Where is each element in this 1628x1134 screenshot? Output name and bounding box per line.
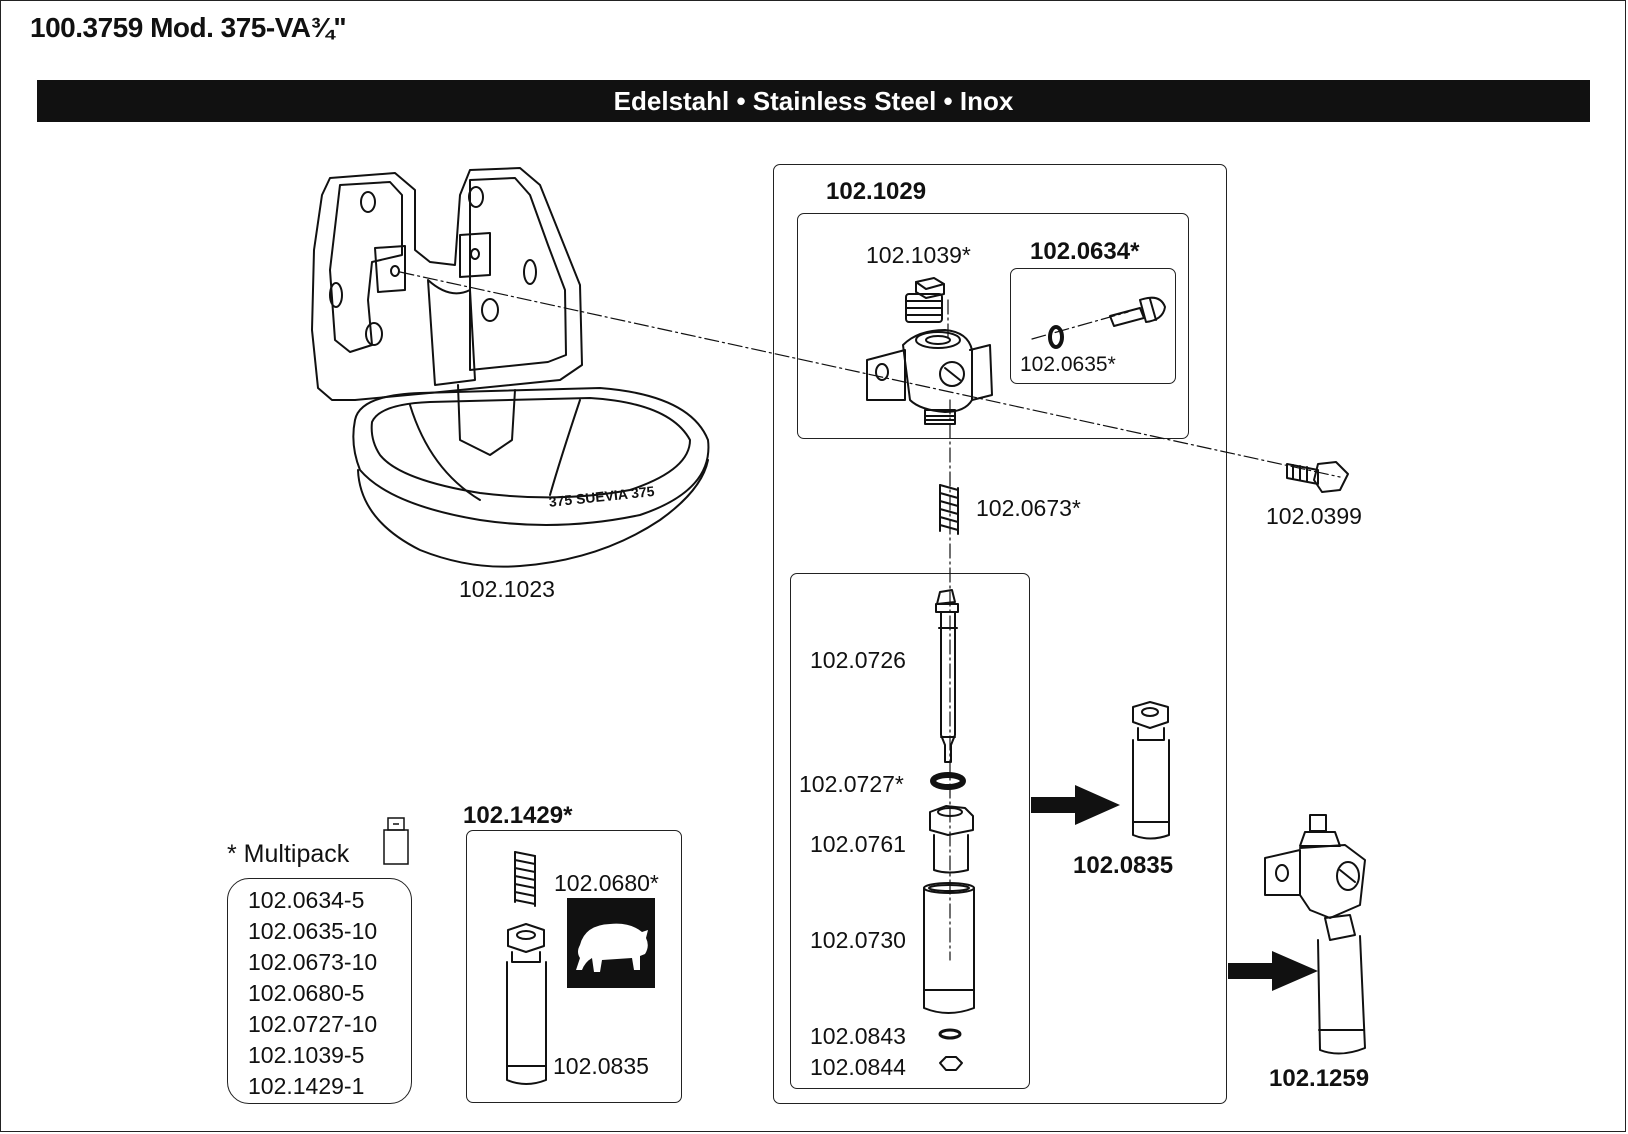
- label-small-nut: 102.0844: [810, 1054, 906, 1080]
- label-bolt: 102.0399: [1266, 503, 1362, 529]
- pin-drawing: [935, 589, 959, 763]
- screw-set-box: [1010, 268, 1176, 384]
- label-pipe-assembly: 102.0835: [1073, 852, 1174, 879]
- label-plug: 102.1039*: [866, 242, 971, 268]
- drinking-bowl-drawing: [311, 167, 710, 568]
- package-icon: [383, 817, 409, 865]
- pig-icon: [567, 898, 655, 988]
- label-valve-assembly: 102.1029: [826, 178, 927, 205]
- label-small-washer: 102.0843: [810, 1023, 906, 1049]
- small-washer-drawing: [938, 1028, 962, 1040]
- label-bowl: 102.1023: [459, 576, 555, 602]
- label-kit: 102.1429*: [463, 802, 573, 829]
- sleeve-drawing: [923, 882, 975, 1014]
- list-item: 102.0634-5: [248, 887, 365, 913]
- spring-drawing: [939, 484, 959, 535]
- label-oring: 102.0635*: [1020, 353, 1116, 376]
- label-nut-fitting: 102.0761: [810, 831, 906, 857]
- list-item: 102.0673-10: [248, 949, 378, 975]
- list-item: 102.0727-10: [248, 1011, 378, 1037]
- multipack-list: 102.0634-5 102.0635-10 102.0673-10 102.0…: [227, 878, 412, 1104]
- small-nut-drawing: [939, 1056, 963, 1071]
- complete-valve-drawing: [1264, 814, 1366, 1055]
- label-sleeve: 102.0730: [810, 927, 906, 953]
- label-screw-set: 102.0634*: [1030, 238, 1140, 265]
- valve-body-box: [797, 213, 1189, 439]
- list-item: 102.1039-5: [248, 1042, 365, 1068]
- pin-assembly-box: [790, 573, 1030, 1089]
- bolt-drawing: [1286, 461, 1349, 493]
- valve-main-box: [773, 164, 1227, 1104]
- washer-drawing: [930, 772, 966, 790]
- material-banner: Edelstahl • Stainless Steel • Inox: [37, 80, 1590, 122]
- label-spring: 102.0673*: [976, 495, 1081, 521]
- label-complete-valve: 102.1259: [1269, 1065, 1370, 1092]
- pipe-assembly-drawing: [1132, 701, 1170, 840]
- label-pin: 102.0726: [810, 647, 906, 673]
- label-washer: 102.0727*: [799, 771, 904, 797]
- screw-set-drawing: [1048, 296, 1166, 349]
- multipack-heading: * Multipack: [227, 840, 350, 868]
- plug-drawing: [905, 277, 945, 323]
- kit-spring-drawing: [514, 851, 536, 907]
- label-kit-spring: 102.0680*: [554, 870, 659, 896]
- nut-fitting-drawing: [929, 805, 974, 874]
- kit-pipe-drawing: [506, 923, 547, 1085]
- valve-body-drawing: [866, 329, 993, 425]
- page-title: 100.3759 Mod. 375-VA¾": [30, 12, 347, 43]
- list-item: 102.0635-10: [248, 918, 378, 944]
- list-item: 102.1429-1: [248, 1073, 365, 1099]
- label-kit-pipe: 102.0835: [553, 1053, 649, 1079]
- list-item: 102.0680-5: [248, 980, 365, 1006]
- kit-box: [466, 830, 682, 1103]
- arrow-right-icon: [1031, 785, 1318, 991]
